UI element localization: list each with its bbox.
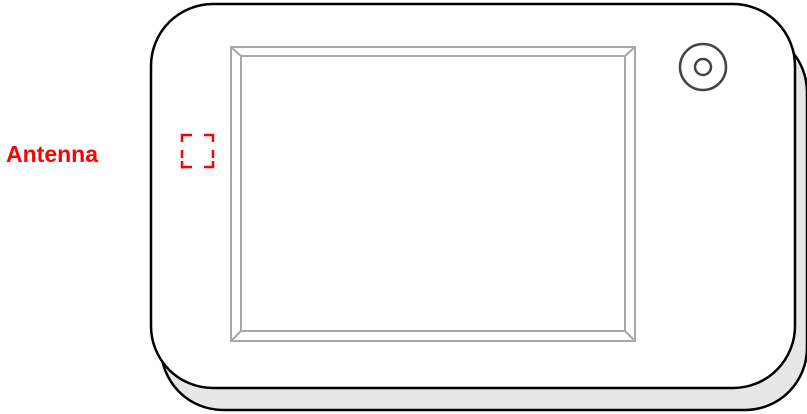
- antenna-marker-icon: [180, 133, 215, 169]
- antenna-callout-label: Antenna: [6, 141, 98, 167]
- display-screen: [242, 57, 624, 330]
- power-button-icon: [678, 42, 728, 92]
